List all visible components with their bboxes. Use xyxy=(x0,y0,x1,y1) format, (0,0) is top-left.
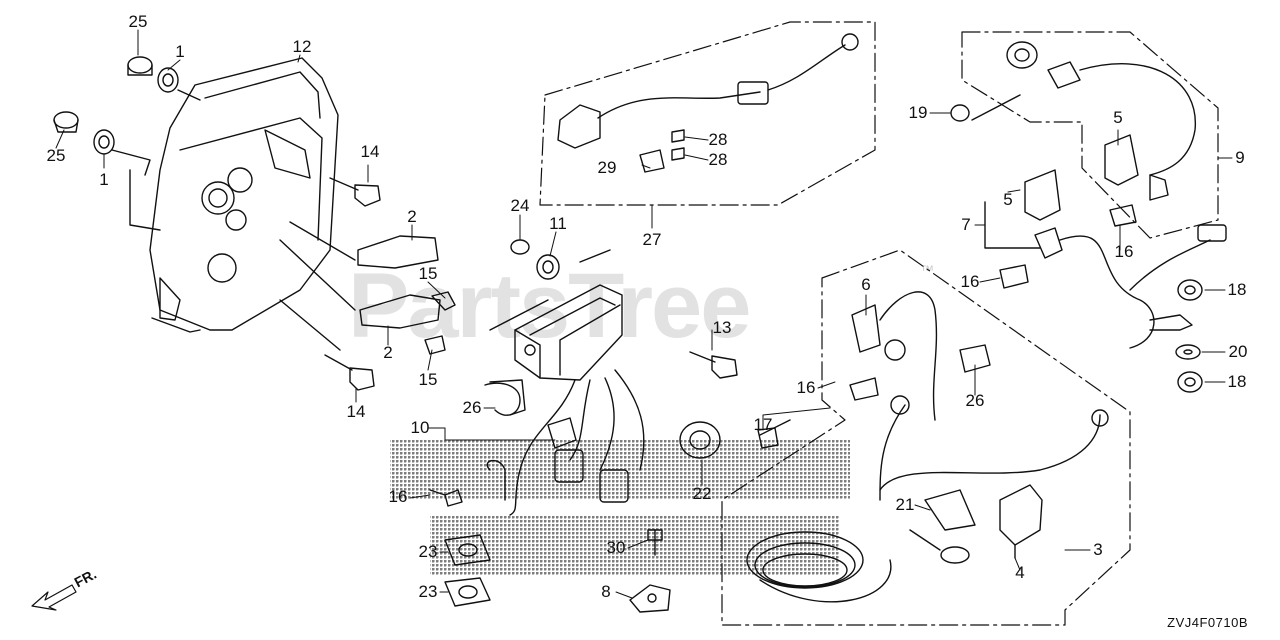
callout-17: 17 xyxy=(753,415,773,434)
callout-2-bottom: 2 xyxy=(383,343,393,362)
callout-26-right: 26 xyxy=(965,391,985,410)
callout-24: 24 xyxy=(510,196,530,215)
callout-16-mid: 16 xyxy=(796,378,816,397)
callout-28-top: 28 xyxy=(708,130,728,149)
clip-22-and-bolt-17 xyxy=(679,419,791,459)
callout-16-center: 16 xyxy=(960,272,980,291)
cable-kit-9 xyxy=(950,41,1227,393)
bolts-and-brackets xyxy=(279,177,456,391)
callout-21: 21 xyxy=(895,495,915,514)
callout-4: 4 xyxy=(1015,563,1025,582)
callout-29: 29 xyxy=(597,158,617,177)
callout-25-left: 25 xyxy=(46,146,66,165)
diagram-code: ZVJ4F0710B xyxy=(1167,615,1248,630)
callout-16-right: 16 xyxy=(1114,242,1134,261)
callout-18-top: 18 xyxy=(1227,280,1247,299)
callout-15-top: 15 xyxy=(418,264,438,283)
callout-5-mid: 5 xyxy=(1003,190,1013,209)
callout-8: 8 xyxy=(601,582,611,601)
clamps-and-small-parts xyxy=(429,382,671,613)
leader-lines xyxy=(55,29,1233,599)
control-unit-part-10 xyxy=(486,239,738,516)
callout-18-bottom: 18 xyxy=(1227,372,1247,391)
callout-15-bottom: 15 xyxy=(418,370,438,389)
callout-12: 12 xyxy=(292,37,312,56)
battery-cable-kit-3 xyxy=(746,291,1109,603)
front-direction-arrow-icon xyxy=(31,584,77,611)
callout-5-top: 5 xyxy=(1113,108,1123,127)
callout-6: 6 xyxy=(861,275,871,294)
callout-13: 13 xyxy=(712,318,732,337)
callout-19: 19 xyxy=(908,103,928,122)
callout-14-top: 14 xyxy=(360,142,380,161)
grommets-and-caps xyxy=(53,56,201,231)
kit-box-3 xyxy=(721,249,1131,626)
callout-3: 3 xyxy=(1093,540,1103,559)
callout-26-left: 26 xyxy=(462,398,482,417)
callout-14-bottom: 14 xyxy=(346,402,366,421)
kit-box-9 xyxy=(961,31,1219,239)
callout-7: 7 xyxy=(961,215,971,234)
callout-28-bottom: 28 xyxy=(708,150,728,169)
callout-23-top: 23 xyxy=(418,542,438,561)
callout-1-top: 1 xyxy=(175,42,185,61)
callout-9: 9 xyxy=(1235,148,1245,167)
cover-part-12 xyxy=(149,57,339,333)
callout-2-top: 2 xyxy=(407,207,417,226)
kit-box-27 xyxy=(539,21,876,206)
callout-1-left: 1 xyxy=(99,170,109,189)
callout-16-left: 16 xyxy=(388,487,408,506)
callout-30: 30 xyxy=(606,538,626,557)
callout-10: 10 xyxy=(410,418,430,437)
callout-22: 22 xyxy=(692,484,712,503)
callout-23-bottom: 23 xyxy=(418,582,438,601)
kit-outlines xyxy=(539,21,1219,626)
callout-25-top: 25 xyxy=(128,12,148,31)
callout-20: 20 xyxy=(1228,342,1248,361)
callout-27: 27 xyxy=(642,230,662,249)
harness-kit-27 xyxy=(557,33,859,173)
callout-11: 11 xyxy=(549,214,567,233)
